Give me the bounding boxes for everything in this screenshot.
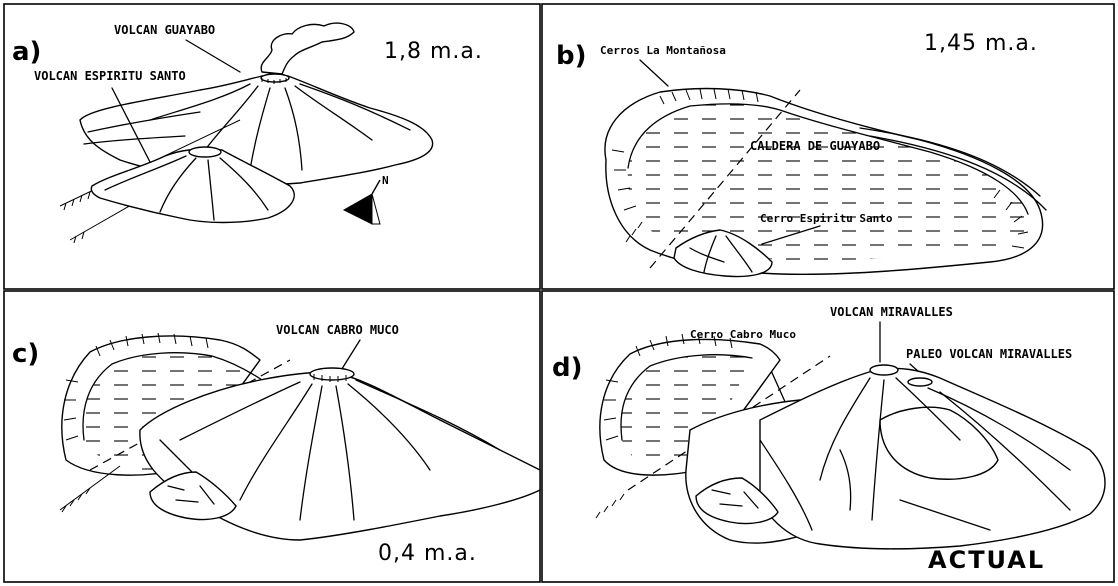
label-paleo-volcan-miravalles: PALEO VOLCAN MIRAVALLES: [906, 347, 1072, 361]
panel-d-age: ACTUAL: [928, 546, 1045, 574]
guayabo-crater: [261, 74, 289, 82]
miravalles-crater: [870, 365, 898, 375]
panel-d-letter: d): [552, 353, 583, 383]
panel-a-letter: a): [12, 37, 41, 67]
cabro-muco-crater: [310, 368, 354, 380]
north-label: N: [382, 174, 389, 187]
panel-a-age: 1,8 m.a.: [384, 39, 483, 64]
label-caldera-de-guayabo: CALDERA DE GUAYABO: [750, 139, 880, 153]
panel-b-age: 1,45 m.a.: [924, 31, 1038, 56]
label-cerro-espiritu-santo: Cerro Espiritu Santo: [760, 212, 893, 225]
label-cerros-la-montanosa: Cerros La Montañosa: [600, 44, 726, 57]
label-volcan-guayabo: VOLCAN GUAYABO: [114, 23, 215, 37]
paleo-miravalles-crater: [908, 378, 932, 386]
panel-b-letter: b): [556, 41, 587, 71]
espiritu-crater: [189, 147, 221, 157]
leader-guayabo: [186, 40, 240, 72]
eruption-plume: [261, 23, 354, 74]
panel-d: d) ACTUAL Cerro Cabro Muco VOLCAN MIRAVA…: [552, 305, 1105, 574]
caldera-lake: [628, 104, 1028, 260]
north-arrow-icon: [344, 180, 380, 224]
label-volcan-cabro-muco: VOLCAN CABRO MUCO: [276, 323, 399, 337]
panel-c-letter: c): [12, 339, 39, 369]
panel-b: b) 1,45 m.a. Cerros La Montañosa CALDERA…: [556, 31, 1046, 276]
label-volcan-espiritu-santo: VOLCAN ESPIRITU SANTO: [34, 69, 186, 83]
panel-c: c) 0,4 m.a. VOLCAN CABRO MUCO: [12, 323, 540, 566]
panel-a: a) 1,8 m.a. VOLCAN GUAYABO VOLCAN ESPIRI…: [12, 23, 483, 243]
panel-c-age: 0,4 m.a.: [378, 541, 477, 566]
label-volcan-miravalles: VOLCAN MIRAVALLES: [830, 305, 953, 319]
